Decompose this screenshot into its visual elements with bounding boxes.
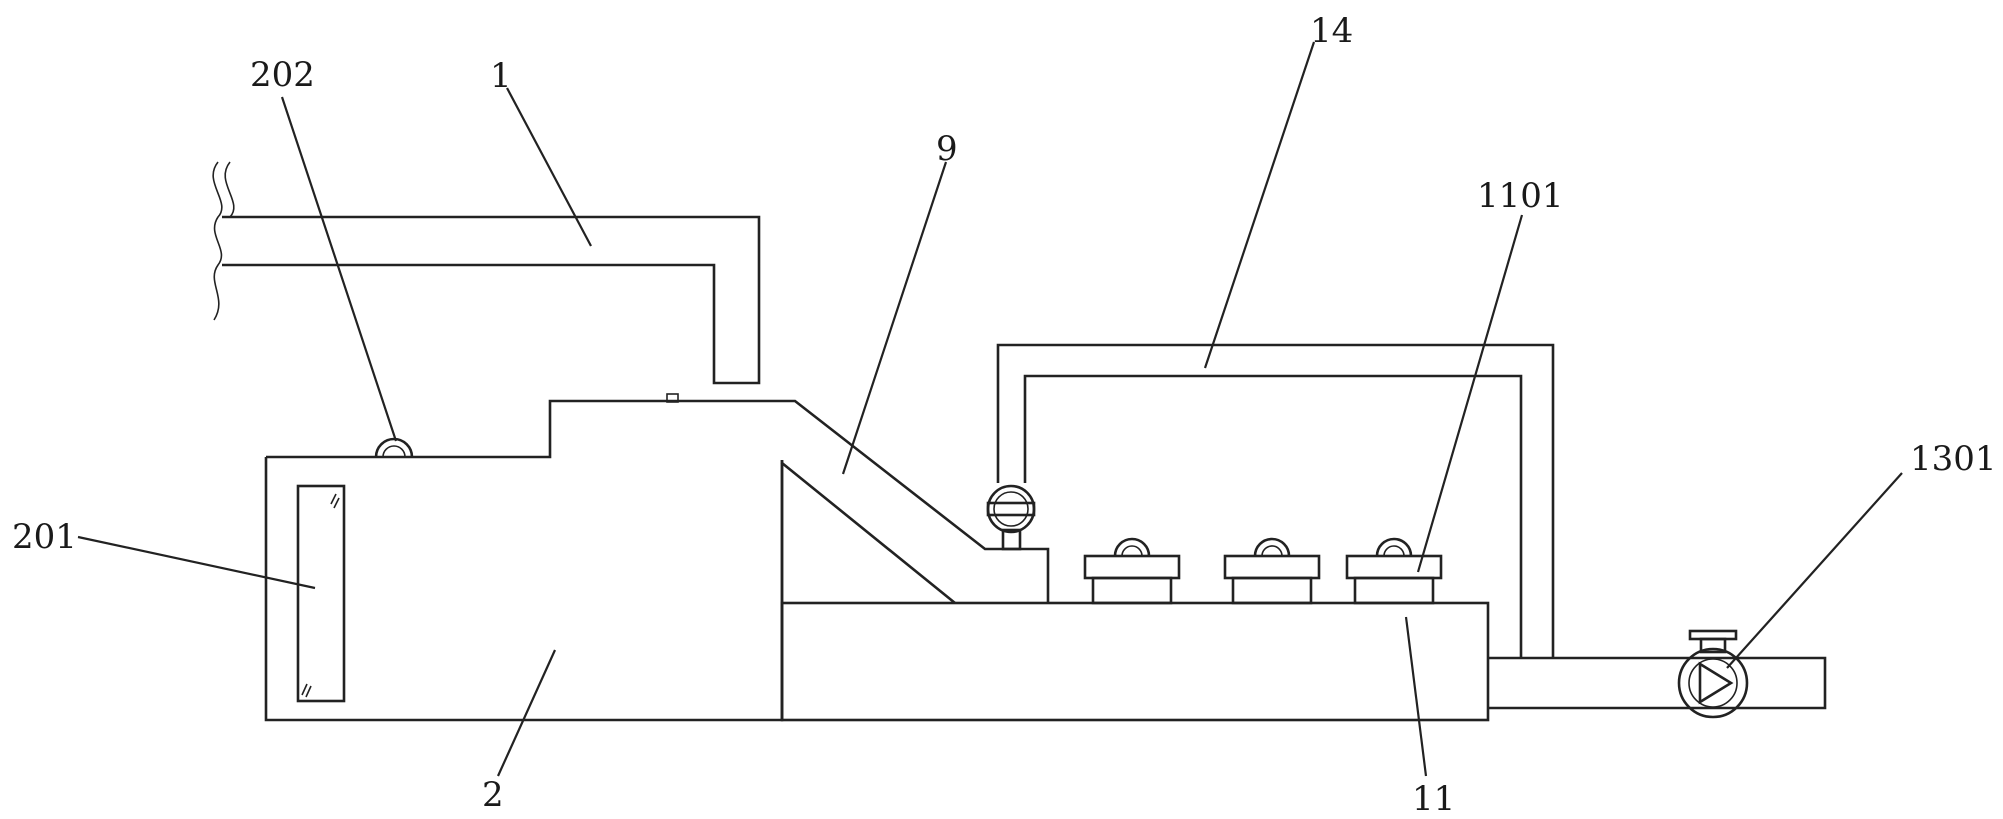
leader-lines [77,41,1903,777]
filter-cap-1 [1083,537,1181,605]
label-202: 202 [250,55,315,95]
outlet-pipe [1488,656,1827,710]
label-11: 11 [1412,779,1455,819]
label-14: 14 [1310,11,1353,51]
label-2: 2 [482,775,504,815]
reference-labels: 202 1 9 14 1101 201 1301 2 11 [12,11,1997,819]
filter-cap-2 [1223,537,1321,605]
inlet-pipe [212,161,761,385]
return-pipe [996,343,1555,658]
label-9: 9 [936,129,958,169]
sight-window [296,484,346,703]
pressure-gauge [986,484,1036,551]
internal-chute [780,460,956,720]
label-1301: 1301 [1910,439,1997,479]
label-1: 1 [490,56,512,96]
filter-cap-3 [1345,537,1443,605]
lifting-ring [374,437,414,458]
label-201: 201 [12,517,77,557]
label-1101: 1101 [1477,176,1564,216]
lower-tank [780,601,1490,722]
pump [1677,629,1749,719]
